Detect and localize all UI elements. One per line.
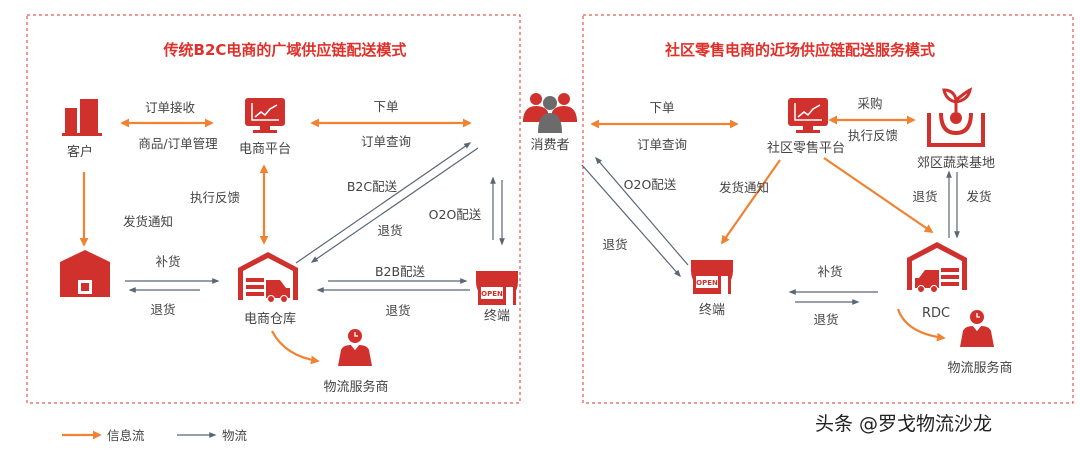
label-r-return-c: 退货 [602, 237, 627, 252]
rdc-warehouse-icon [906, 241, 968, 293]
community-platform-monitor-icon [787, 97, 829, 134]
building-icon [62, 99, 102, 136]
label-purchase: 采购 [857, 96, 882, 111]
label-return: 退货 [150, 302, 175, 317]
consumer-group-icon [523, 93, 577, 133]
label-r-exec-feedback: 执行反馈 [848, 128, 898, 143]
shop-icon [476, 271, 518, 305]
arrow-rdc-logistics [896, 308, 946, 342]
platform-monitor-icon [244, 97, 286, 134]
legend-info-label: 信息流 [107, 428, 145, 443]
arrow-warehouse-logistics [271, 330, 320, 365]
left-title: 传统B2C电商的广域供应链配送模式 [163, 41, 407, 59]
node-community-terminal: 终端 [699, 302, 725, 318]
arrow-consumer-return [581, 164, 681, 278]
label-b2c-return: 退货 [377, 223, 402, 238]
arrow-o2o-delivery [595, 156, 689, 266]
node-logistics: 物流服务商 [323, 379, 388, 395]
arrow-platform-rdc [823, 157, 934, 233]
arrow-b2c [295, 142, 472, 264]
label-b2b-return: 退货 [385, 303, 410, 318]
label-b2b: B2B配送 [375, 264, 426, 279]
community-shop-icon [691, 260, 733, 294]
left-panel-border [26, 14, 521, 404]
label-r-replenish: 补货 [817, 264, 842, 279]
label-order-receive: 订单接收 [145, 100, 196, 115]
right-title: 社区零售电商的近场供应链配送服务模式 [664, 41, 935, 59]
node-community-platform: 社区零售平台 [767, 140, 845, 156]
logistics-person-icon [337, 328, 373, 367]
legend-logistics-label: 物流 [222, 428, 248, 443]
label-r-ship-notice: 发货通知 [719, 180, 769, 195]
label-ship-notice: 发货通知 [123, 214, 173, 229]
vegetable-base-icon [927, 87, 985, 147]
right-logistics-person-icon [959, 309, 995, 348]
label-r-ship: 发货 [966, 189, 991, 204]
label-goods-order-mgmt: 商品/订单管理 [138, 136, 218, 151]
label-r-order-query: 订单查询 [637, 137, 687, 152]
label-o2o: O2O配送 [429, 207, 482, 222]
label-r-o2o: O2O配送 [624, 177, 677, 192]
node-customer: 客户 [67, 144, 93, 160]
node-warehouse: 电商仓库 [244, 311, 296, 327]
warehouse-truck-icon [237, 251, 299, 303]
node-consumer: 消费者 [530, 138, 569, 153]
watermark: 头条 @罗戈物流沙龙 [815, 413, 992, 435]
label-r-return-v: 退货 [912, 189, 937, 204]
right-panel-border [582, 14, 1074, 404]
arrow-b2c-return [310, 147, 479, 263]
depot-icon [60, 250, 110, 297]
node-right-logistics: 物流服务商 [947, 360, 1012, 376]
label-order-query: 订单查询 [361, 134, 411, 149]
label-r-place-order: 下单 [649, 100, 674, 115]
node-terminal: 终端 [484, 308, 510, 324]
label-replenish: 补货 [155, 254, 180, 269]
label-exec-feedback: 执行反馈 [190, 190, 240, 205]
node-vegetable-base: 郊区蔬菜基地 [917, 155, 995, 171]
label-r-return-r: 退货 [813, 312, 838, 327]
node-rdc: RDC [922, 306, 950, 321]
arrow-platform-terminal [720, 159, 781, 245]
label-b2c: B2C配送 [347, 179, 398, 194]
label-place-order: 下单 [373, 99, 398, 114]
node-platform: 电商平台 [239, 142, 291, 157]
